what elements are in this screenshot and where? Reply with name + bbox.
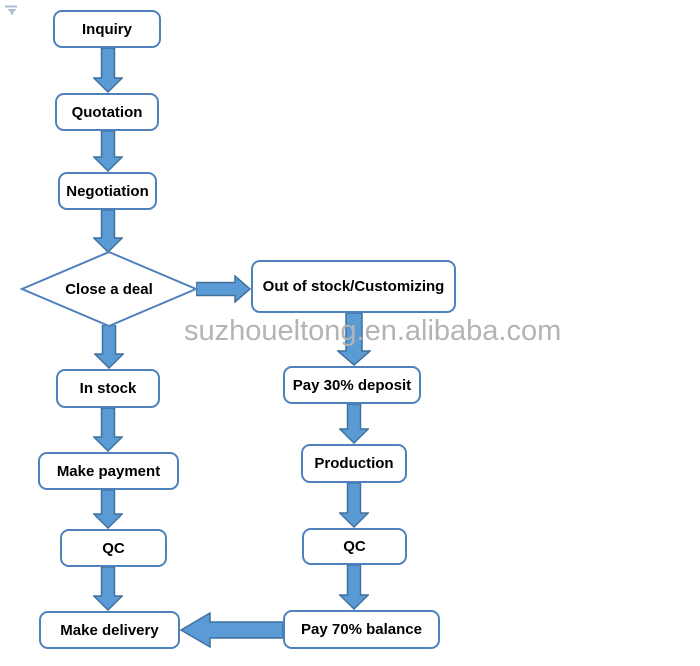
watermark-text: suzhoueltong.en.alibaba.com: [184, 315, 562, 347]
object-anchor-icon: [5, 5, 17, 15]
decision-diamond-close-a-deal: [20, 251, 198, 327]
decision-label: Close a deal: [65, 280, 153, 298]
node-make-payment: Make payment: [38, 452, 179, 490]
node-qc-left: QC: [60, 529, 167, 567]
connector-arrow-negotiation-closedeal: [93, 210, 123, 253]
node-make-delivery: Make delivery: [39, 611, 180, 649]
connector-arrow-makepayment-qc: [93, 490, 123, 529]
connector-arrow-paydeposit-production: [339, 404, 369, 444]
node-pay-70-balance: Pay 70% balance: [283, 610, 440, 649]
connector-arrow-inquiry-quotation: [93, 48, 123, 93]
connector-arrow-quotation-negotiation: [93, 131, 123, 172]
connector-arrow-closedeal-outofstock: [196, 275, 251, 303]
connector-arrow-production-qc: [339, 483, 369, 528]
node-in-stock: In stock: [56, 369, 160, 408]
connector-arrow-outofstock-paydeposit: [337, 313, 371, 366]
node-out-of-stock-customizing: Out of stock/Customizing: [251, 260, 456, 313]
node-production: Production: [301, 444, 407, 483]
node-quotation: Quotation: [55, 93, 159, 131]
node-inquiry: Inquiry: [53, 10, 161, 48]
node-negotiation: Negotiation: [58, 172, 157, 210]
connector-arrow-instock-makepayment: [93, 408, 123, 452]
connector-arrow-qc-paybalance: [339, 565, 369, 610]
node-qc-right: QC: [302, 528, 407, 565]
connector-arrow-paybalance-makedelivery: [180, 611, 283, 649]
connector-arrow-closedeal-instock: [94, 325, 124, 369]
connector-arrow-qc-makedelivery: [93, 567, 123, 611]
node-pay-30-deposit: Pay 30% deposit: [283, 366, 421, 404]
